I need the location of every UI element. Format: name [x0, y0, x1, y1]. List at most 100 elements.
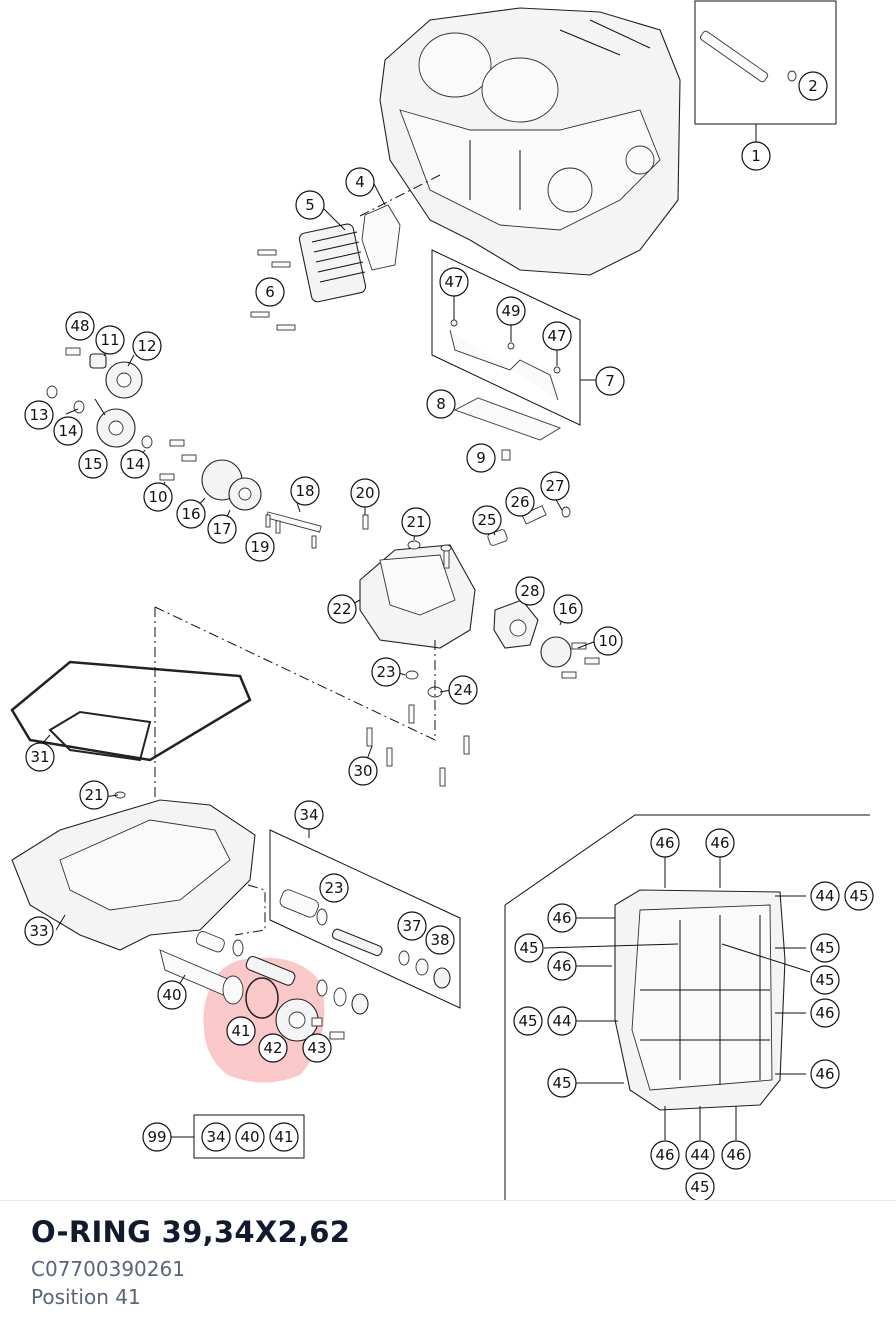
callout-14[interactable]: 14: [53, 416, 83, 446]
callout-25[interactable]: 25: [472, 505, 502, 535]
callout-46[interactable]: 46: [705, 828, 735, 858]
callout-46[interactable]: 46: [810, 998, 840, 1028]
callout-45[interactable]: 45: [685, 1172, 715, 1200]
svg-text:46: 46: [710, 834, 729, 852]
callout-24[interactable]: 24: [448, 675, 478, 705]
svg-text:45: 45: [849, 887, 868, 905]
svg-text:46: 46: [655, 834, 674, 852]
callout-6[interactable]: 6: [255, 277, 285, 307]
callout-44[interactable]: 44: [685, 1140, 715, 1170]
callout-45[interactable]: 45: [810, 933, 840, 963]
callout-16[interactable]: 16: [553, 594, 583, 624]
svg-text:41: 41: [274, 1128, 293, 1146]
callout-44[interactable]: 44: [810, 881, 840, 911]
svg-text:24: 24: [453, 681, 472, 699]
callout-38[interactable]: 38: [425, 925, 455, 955]
callout-40[interactable]: 40: [235, 1122, 265, 1152]
callout-28[interactable]: 28: [515, 576, 545, 606]
callout-20[interactable]: 20: [350, 478, 380, 508]
callout-22[interactable]: 22: [327, 594, 357, 624]
callout-46[interactable]: 46: [810, 1059, 840, 1089]
callout-26[interactable]: 26: [505, 487, 535, 517]
svg-text:26: 26: [510, 493, 529, 511]
callout-48[interactable]: 48: [65, 311, 95, 341]
svg-text:41: 41: [231, 1022, 250, 1040]
callout-10[interactable]: 10: [593, 626, 623, 656]
callout-45[interactable]: 45: [844, 881, 874, 911]
callout-13[interactable]: 13: [24, 400, 54, 430]
lower-crankcase-detail: [504, 814, 870, 1200]
callout-99[interactable]: 99: [142, 1122, 172, 1152]
callout-40[interactable]: 40: [157, 980, 187, 1010]
svg-text:6: 6: [265, 283, 275, 301]
callout-45[interactable]: 45: [547, 1068, 577, 1098]
callout-45[interactable]: 45: [810, 965, 840, 995]
callout-5[interactable]: 5: [295, 190, 325, 220]
svg-text:45: 45: [552, 1074, 571, 1092]
svg-text:23: 23: [376, 663, 395, 681]
callout-17[interactable]: 17: [207, 514, 237, 544]
svg-text:43: 43: [307, 1039, 326, 1057]
svg-text:44: 44: [815, 887, 834, 905]
callout-16[interactable]: 16: [176, 499, 206, 529]
callout-27[interactable]: 27: [540, 471, 570, 501]
callout-30[interactable]: 30: [348, 756, 378, 786]
callout-10[interactable]: 10: [143, 482, 173, 512]
svg-text:28: 28: [520, 582, 539, 600]
callout-47[interactable]: 47: [439, 267, 469, 297]
callout-46[interactable]: 46: [650, 1140, 680, 1170]
callout-41[interactable]: 41: [226, 1016, 256, 1046]
callout-46[interactable]: 46: [650, 828, 680, 858]
callout-2[interactable]: 2: [798, 71, 828, 101]
svg-text:17: 17: [212, 520, 231, 538]
callout-21[interactable]: 21: [79, 780, 109, 810]
svg-text:14: 14: [125, 455, 144, 473]
callout-14[interactable]: 14: [120, 449, 150, 479]
svg-text:34: 34: [299, 806, 318, 824]
callout-49[interactable]: 49: [496, 296, 526, 326]
svg-text:4: 4: [355, 173, 365, 191]
callout-46[interactable]: 46: [721, 1140, 751, 1170]
callout-4[interactable]: 4: [345, 167, 375, 197]
callout-18[interactable]: 18: [290, 476, 320, 506]
callout-44[interactable]: 44: [547, 1006, 577, 1036]
assembly-lines: [154, 606, 436, 936]
callout-19[interactable]: 19: [245, 532, 275, 562]
svg-text:31: 31: [30, 748, 49, 766]
callout-31[interactable]: 31: [25, 742, 55, 772]
svg-text:11: 11: [100, 331, 119, 349]
svg-text:99: 99: [147, 1128, 166, 1146]
gear-cluster: [46, 347, 322, 549]
callout-45[interactable]: 45: [514, 933, 544, 963]
callout-43[interactable]: 43: [302, 1033, 332, 1063]
svg-text:45: 45: [690, 1178, 709, 1196]
callout-41[interactable]: 41: [269, 1122, 299, 1152]
callout-15[interactable]: 15: [78, 449, 108, 479]
svg-text:46: 46: [655, 1146, 674, 1164]
callout-47[interactable]: 47: [542, 321, 572, 351]
svg-text:46: 46: [552, 957, 571, 975]
part-number: C07700390261: [31, 1257, 185, 1281]
svg-text:33: 33: [29, 922, 48, 940]
callout-37[interactable]: 37: [397, 911, 427, 941]
svg-text:48: 48: [70, 317, 89, 335]
callout-8[interactable]: 8: [426, 389, 456, 419]
callout-23[interactable]: 23: [319, 873, 349, 903]
callout-12[interactable]: 12: [132, 331, 162, 361]
callout-11[interactable]: 11: [95, 325, 125, 355]
svg-text:47: 47: [444, 273, 463, 291]
callout-42[interactable]: 42: [258, 1033, 288, 1063]
part-title: O-RING 39,34X2,62: [31, 1215, 351, 1249]
callout-45[interactable]: 45: [513, 1006, 543, 1036]
callout-34[interactable]: 34: [201, 1122, 231, 1152]
callout-9[interactable]: 9: [466, 443, 496, 473]
svg-text:20: 20: [355, 484, 374, 502]
callout-46[interactable]: 46: [547, 951, 577, 981]
callout-21[interactable]: 21: [401, 507, 431, 537]
callout-7[interactable]: 7: [595, 366, 625, 396]
callout-23[interactable]: 23: [371, 657, 401, 687]
callout-1[interactable]: 1: [741, 141, 771, 171]
callout-46[interactable]: 46: [547, 903, 577, 933]
callout-34[interactable]: 34: [294, 800, 324, 830]
callout-33[interactable]: 33: [24, 916, 54, 946]
